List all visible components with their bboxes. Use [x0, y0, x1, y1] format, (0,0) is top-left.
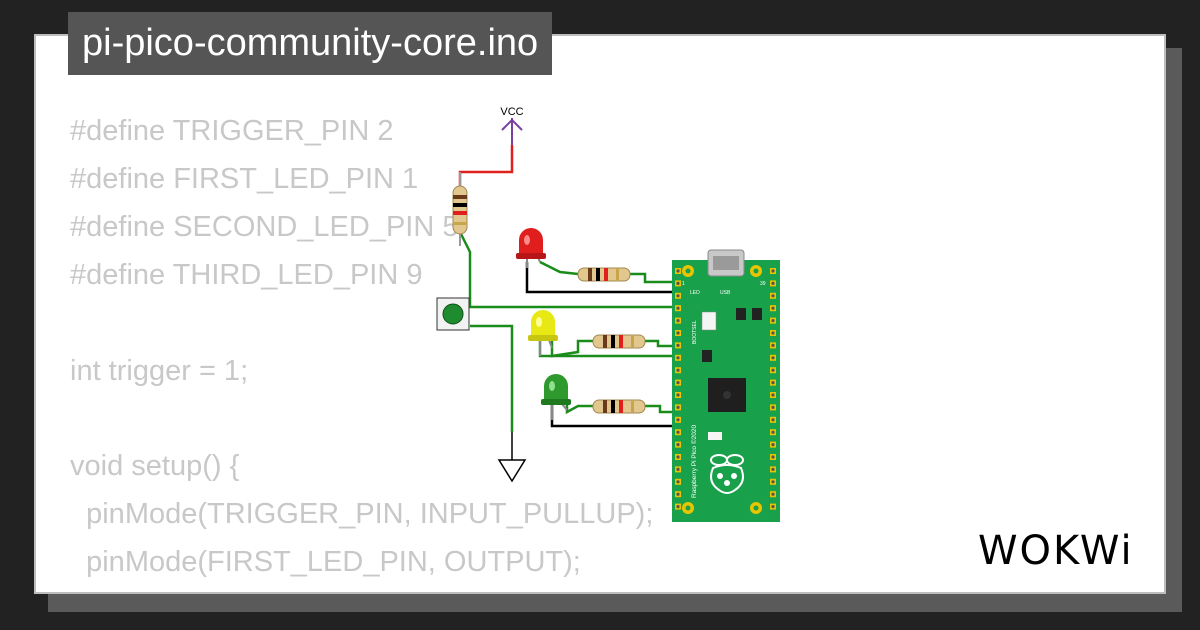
header-pin-hole [771, 430, 775, 434]
code-line: pinMode(FIRST_LED_PIN, OUTPUT); [70, 546, 581, 579]
header-pin-hole [771, 356, 775, 360]
code-line: #define FIRST_LED_PIN 1 [70, 162, 419, 195]
header-pin-hole [676, 356, 680, 360]
header-pin-hole [676, 368, 680, 372]
header-pin-hole [771, 505, 775, 509]
header-pin-hole [771, 294, 775, 298]
header-pin-hole [771, 480, 775, 484]
led-yellow [528, 310, 558, 356]
header-pin-hole [771, 381, 775, 385]
header-pin-hole [676, 331, 680, 335]
pullup-resistor [452, 172, 468, 246]
push-button[interactable] [436, 297, 470, 331]
header-pin-hole [676, 405, 680, 409]
header-pin-hole [771, 306, 775, 310]
header-pin-hole [676, 343, 680, 347]
header-pin-hole [771, 343, 775, 347]
header-pin-hole [676, 430, 680, 434]
header-pin-hole [676, 269, 680, 273]
header-pin-hole [771, 393, 775, 397]
code-line: #define TRIGGER_PIN 2 [70, 115, 394, 147]
header-pin-hole [771, 269, 775, 273]
header-pin-hole [771, 443, 775, 447]
header-pin-hole [771, 455, 775, 459]
led-red [516, 228, 546, 268]
svg-text:LED: LED [690, 290, 700, 296]
header-pin-hole [771, 331, 775, 335]
code-line: int trigger = 1; [70, 354, 249, 387]
vcc-symbol: VCC [500, 106, 524, 150]
code-line: #define SECOND_LED_PIN 5 [70, 210, 459, 243]
resistor-1 [577, 267, 631, 282]
header-pin-hole [771, 467, 775, 471]
header-pin-hole [771, 319, 775, 323]
header-pin-hole [676, 306, 680, 310]
header-pin-hole [676, 281, 680, 285]
header-pin-hole [676, 455, 680, 459]
svg-text:1: 1 [682, 281, 685, 287]
resistor-2 [592, 334, 646, 349]
header-pin-hole [771, 281, 775, 285]
preview-card: #define TRIGGER_PIN 2 #define FIRST_LED_… [34, 34, 1166, 594]
code-line: void setup() { [70, 450, 240, 483]
wires [458, 145, 680, 432]
svg-text:39: 39 [760, 281, 766, 287]
header-pin-hole [676, 319, 680, 323]
header-pin-hole [771, 405, 775, 409]
svg-text:VCC: VCC [500, 106, 523, 118]
header-pin-hole [676, 443, 680, 447]
header-pin-hole [676, 381, 680, 385]
svg-text:Raspberry Pi Pico ©2020: Raspberry Pi Pico ©2020 [690, 425, 698, 498]
project-title: pi-pico-community-core.ino [68, 12, 553, 75]
svg-text:BOOTSEL: BOOTSEL [692, 320, 698, 344]
wokwi-logo: WOKWi [978, 528, 1134, 574]
header-pin-hole [676, 467, 680, 471]
header-pin-hole [676, 492, 680, 496]
header-pin-hole [771, 368, 775, 372]
led-green [541, 374, 571, 420]
svg-text:USB: USB [720, 290, 731, 296]
header-pin-hole [676, 294, 680, 298]
code-line: pinMode(TRIGGER_PIN, INPUT_PULLUP); [70, 498, 654, 531]
code-preview: #define TRIGGER_PIN 2 #define FIRST_LED_… [70, 108, 654, 592]
pico-board: LED USB 39 1 Raspberry Pi Pico ©2020 BOO… [672, 249, 780, 522]
code-line: #define THIRD_LED_PIN 9 [70, 258, 423, 291]
resistor-3 [592, 399, 646, 414]
header-pin-hole [771, 418, 775, 422]
header-pin-hole [771, 492, 775, 496]
header-pin-hole [676, 480, 680, 484]
header-pin-hole [676, 393, 680, 397]
svg-text:WOKWi: WOKWi [978, 528, 1134, 574]
ground-symbol [497, 432, 527, 483]
header-pin-hole [676, 505, 680, 509]
header-pin-hole [676, 418, 680, 422]
